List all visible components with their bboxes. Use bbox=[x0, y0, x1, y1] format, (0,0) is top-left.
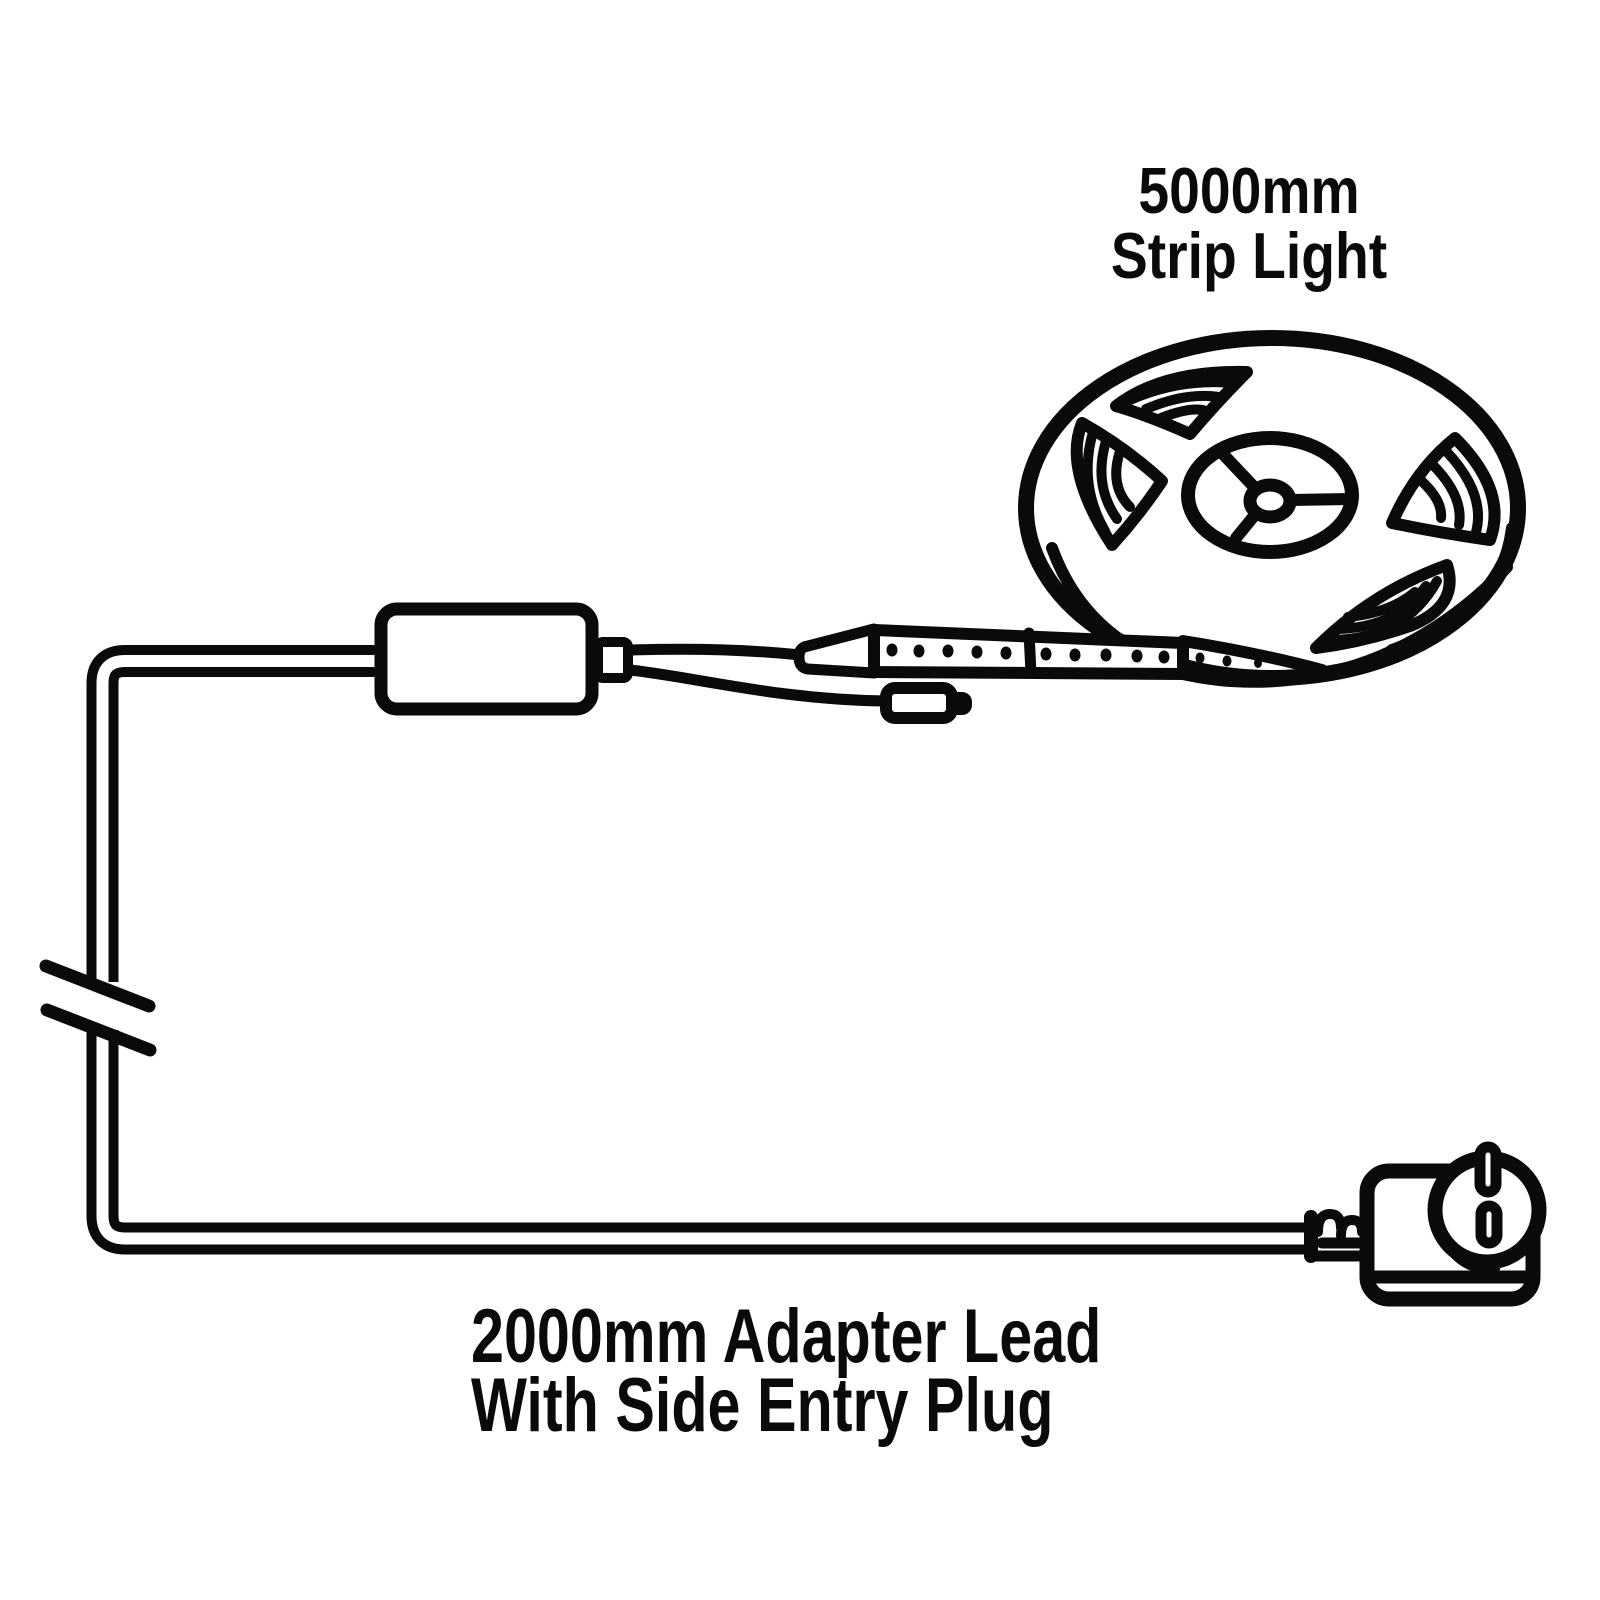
adapter-lead-cable bbox=[86, 645, 1307, 1255]
cable-strain-relief bbox=[1304, 1209, 1367, 1263]
strip-wrap-top-edge bbox=[1177, 635, 1328, 676]
wire-to-strip bbox=[624, 643, 807, 661]
strip-segment-divider bbox=[1023, 627, 1037, 679]
plug-pin-lower bbox=[1475, 1200, 1503, 1249]
reel-window-left bbox=[1070, 417, 1168, 551]
driver-box-body bbox=[374, 602, 599, 716]
adapter-lead-label: 2000mm Adapter Lead With Side Entry Plug bbox=[471, 1294, 1102, 1448]
strip-light-label: 5000mm Strip Light bbox=[1037, 158, 1462, 288]
driver-output-wires bbox=[624, 643, 894, 707]
reel-hub-spokes bbox=[1215, 446, 1356, 544]
adapter-lead-label-line1: 2000mm Adapter Lead bbox=[471, 1294, 1102, 1379]
reel-window-top bbox=[1110, 365, 1253, 440]
strip-end-connector bbox=[793, 623, 880, 679]
dc-barrel-connector-icon bbox=[880, 682, 972, 724]
strip-light-label-line2: Strip Light bbox=[1110, 219, 1388, 292]
side-entry-plug-icon bbox=[1304, 1141, 1547, 1307]
driver-box-output-nub bbox=[593, 637, 633, 683]
plug-pin-top bbox=[1474, 1141, 1502, 1198]
wire-to-dc-connector bbox=[624, 664, 894, 707]
driver-box-icon bbox=[374, 602, 633, 716]
cable-break-marks bbox=[39, 959, 157, 1057]
adapter-lead-label-line2: With Side Entry Plug bbox=[471, 1363, 1054, 1448]
strip-led-dots bbox=[886, 643, 1262, 668]
led-strip-band bbox=[793, 623, 1262, 680]
led-strip-reel-icon bbox=[1018, 330, 1526, 688]
plug-face-lip bbox=[1444, 1242, 1501, 1274]
reel-window-bottom bbox=[1310, 559, 1456, 654]
strip-light-label-line1: 5000mm bbox=[1138, 154, 1360, 227]
reel-window-right bbox=[1386, 432, 1501, 546]
strip-wrap-bottom-edge bbox=[1177, 561, 1513, 688]
